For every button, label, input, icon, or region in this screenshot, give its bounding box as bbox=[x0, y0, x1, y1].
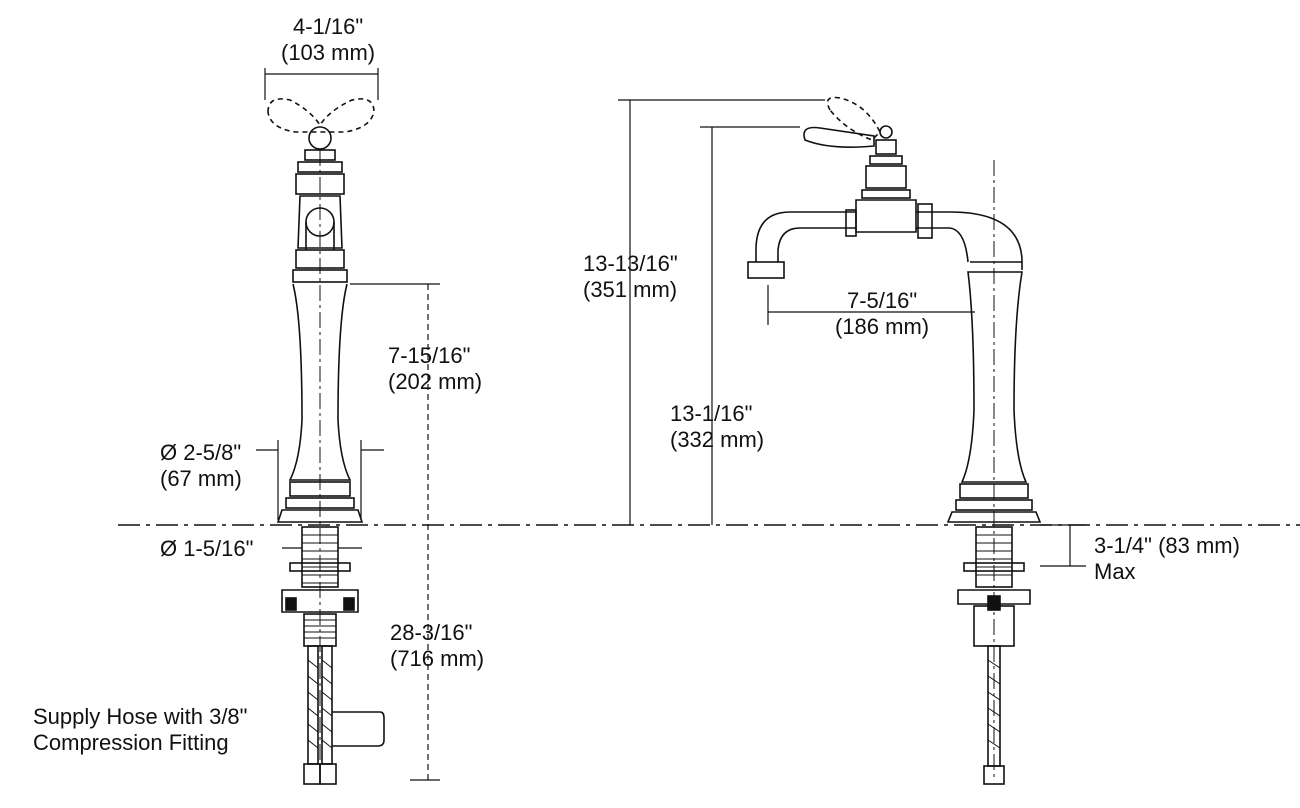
supply-hose-label: Supply Hose with 3/8" Compression Fittin… bbox=[33, 704, 247, 756]
spout-reach-mm: (186 mm) bbox=[835, 314, 930, 339]
handle-outline-dashed bbox=[267, 98, 375, 133]
spout-reach-label: 7-5/16" (186 mm) bbox=[835, 288, 929, 340]
handle bbox=[803, 126, 875, 148]
raised-handle-dashed bbox=[826, 96, 881, 141]
overall-height-inches: 13-13/16" bbox=[583, 251, 678, 276]
body-height-mm: (202 mm) bbox=[388, 369, 483, 394]
supply-hose-line1: Supply Hose with 3/8" bbox=[33, 704, 248, 729]
body-diameter-mm: (67 mm) bbox=[160, 466, 242, 491]
spout-height-mm: (332 mm) bbox=[670, 427, 765, 452]
body bbox=[960, 271, 1028, 483]
supply-length-inches: 28-3/16" bbox=[390, 620, 473, 645]
right-dimension-lines bbox=[618, 99, 1086, 567]
deck-thickness-label: 3-1/4" (83 mm) Max bbox=[1094, 533, 1240, 585]
body-diameter-inches: Ø 2-5/8" bbox=[160, 440, 242, 465]
left-faucet-side-view bbox=[267, 98, 385, 785]
body-height-inches: 7-15/16" bbox=[388, 343, 471, 368]
handle-width-label: 4-1/16" (103 mm) bbox=[281, 14, 375, 66]
right-faucet-front-view bbox=[747, 96, 1042, 785]
spout-height-inches: 13-1/16" bbox=[670, 401, 753, 426]
handle-width-mm: (103 mm) bbox=[281, 40, 376, 65]
supply-hose-line2: Compression Fitting bbox=[33, 730, 229, 755]
supply-length-label: 28-3/16" (716 mm) bbox=[390, 620, 484, 672]
shank-diameter-inches: Ø 1-5/16" bbox=[160, 536, 254, 561]
overall-height-mm: (351 mm) bbox=[583, 277, 678, 302]
deck-thickness-value: 3-1/4" (83 mm) bbox=[1094, 533, 1240, 558]
body-height-label: 7-15/16" (202 mm) bbox=[388, 343, 482, 395]
supply-length-mm: (716 mm) bbox=[390, 646, 485, 671]
overall-height-label: 13-13/16" (351 mm) bbox=[583, 251, 678, 303]
left-dimension-lines bbox=[256, 68, 440, 781]
spout-height-label: 13-1/16" (332 mm) bbox=[670, 401, 764, 453]
spout bbox=[755, 211, 856, 262]
threaded-shank bbox=[301, 526, 339, 588]
handle-width-inches: 4-1/16" bbox=[292, 14, 364, 39]
body-diameter-label: Ø 2-5/8" (67 mm) bbox=[160, 440, 242, 492]
deck-thickness-max: Max bbox=[1094, 559, 1136, 584]
shank-diameter-label: Ø 1-5/16" bbox=[160, 536, 253, 562]
spout-reach-inches: 7-5/16" bbox=[846, 288, 918, 313]
